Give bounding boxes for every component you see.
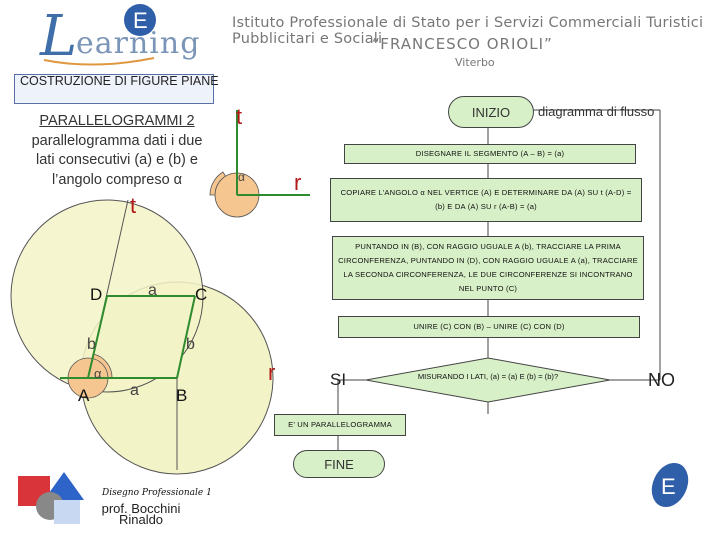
credits-course: Disegno Professionale 1 — [102, 488, 212, 498]
label-r-small: r — [294, 170, 302, 195]
slide-title-block: COSTRUZIONE DI FIGURE PIANE — [20, 74, 220, 88]
slide-description: parallelogramma dati i due lati consecut… — [31, 132, 203, 188]
flow-result: E’ UN PARALLELOGRAMMA — [274, 414, 406, 436]
label-b-left: b — [87, 336, 96, 353]
emblem-icon: E — [651, 462, 689, 508]
point-d: D — [90, 285, 103, 304]
label-t-top: t — [236, 104, 243, 129]
school-name: Istituto Professionale di Stato per i Se… — [232, 15, 704, 47]
flow-start: INIZIO — [448, 96, 534, 128]
side-ad — [87, 295, 108, 379]
point-c: C — [195, 285, 208, 304]
slide-description-block: PARALLELOGRAMMI 2 parallelogramma dati i… — [22, 112, 212, 190]
label-r-bottom: r — [268, 360, 276, 385]
flow-yes-label: SI — [330, 370, 347, 389]
credits-author: prof. Bocchini Rinaldo — [101, 501, 181, 527]
parallelogram — [88, 296, 195, 378]
slide-subtitle: PARALLELOGRAMMI 2 — [39, 113, 195, 129]
svg-text:E: E — [133, 8, 148, 33]
logo-letter: L — [40, 4, 78, 69]
point-a: A — [78, 386, 90, 405]
label-a-top: a — [148, 282, 157, 299]
school-city: Viterbo — [455, 56, 495, 69]
logo-emblem-icon: E — [43, 4, 156, 66]
side-cb — [176, 295, 196, 379]
label-alpha-small: α — [238, 170, 245, 184]
svg-text:E: E — [661, 474, 676, 499]
flow-step-1: DISEGNARE IL SEGMENTO (A – B) = (a) — [344, 144, 636, 164]
label-b-right: b — [186, 336, 195, 353]
flow-step-4: UNIRE (C) CON (B) – UNIRE (C) CON (D) — [338, 316, 640, 338]
label-a-bottom: a — [130, 382, 139, 399]
flow-decision-text: MISURANDO I LATI, (a) = (a) E (b) = (b)? — [417, 372, 559, 381]
decision-diamond — [365, 357, 611, 403]
point-b: B — [176, 386, 188, 405]
flow-end: FINE — [293, 450, 385, 478]
shapes-logo-icon — [18, 472, 84, 524]
school-title: “FRANCESCO ORIOLI” — [372, 35, 553, 53]
flow-step-2: COPIARE L’ANGOLO α NEL VERTICE (A) E DET… — [330, 178, 642, 222]
logo-word: earning — [76, 26, 201, 61]
label-alpha-a: α — [94, 366, 102, 381]
flow-no-label: NO — [648, 370, 675, 390]
label-t-left: t — [130, 193, 137, 218]
flow-caption: diagramma di flusso — [538, 104, 655, 119]
title-box — [14, 74, 214, 104]
learning-logo: E — [14, 0, 214, 72]
slide-title: COSTRUZIONE DI FIGURE PIANE — [20, 74, 219, 88]
flow-step-3: PUNTANDO IN (B), CON RAGGIO UGUALE A (b)… — [332, 236, 644, 300]
